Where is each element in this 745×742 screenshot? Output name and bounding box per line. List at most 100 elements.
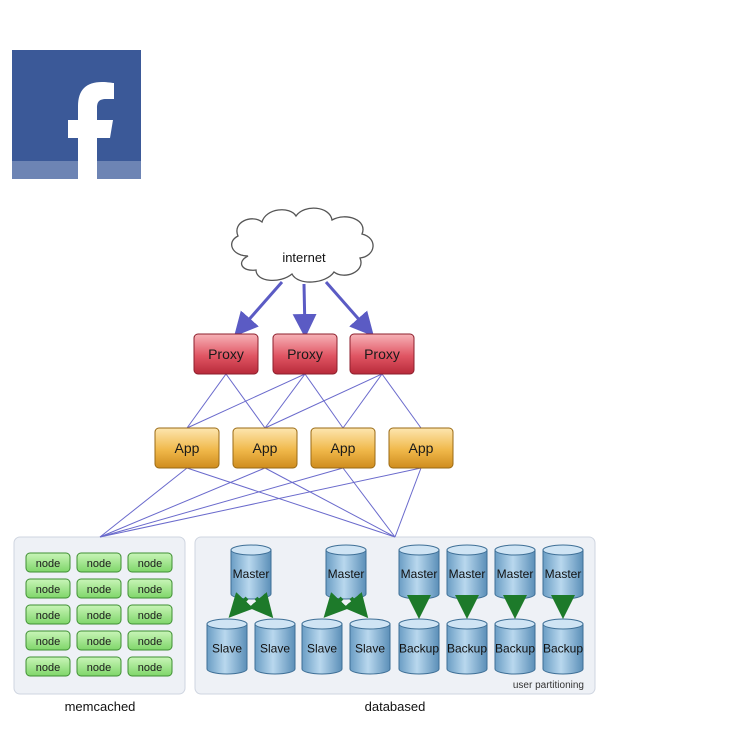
proxy-label: Proxy: [287, 346, 323, 362]
app-backend-link: [264, 467, 396, 538]
internet-proxy-link: [324, 281, 374, 337]
backup-db: Backup: [542, 618, 584, 675]
app-backend-link: [342, 467, 396, 538]
proxy-app-link: [264, 373, 306, 429]
master-db-label: Master: [449, 567, 486, 581]
node-label: node: [36, 584, 60, 596]
memcached-node: node: [76, 656, 122, 677]
node-label: node: [87, 610, 111, 622]
proxy-app-link: [186, 373, 227, 429]
master-db-label: Master: [497, 567, 534, 581]
app-backend-link: [99, 467, 422, 538]
node-label: node: [138, 610, 162, 622]
node-label: node: [36, 662, 60, 674]
memcached-node: node: [127, 552, 173, 573]
master-db-label: Master: [233, 567, 270, 581]
user-partitioning-label: user partitioning: [513, 680, 584, 691]
replication-arrow: [228, 592, 254, 618]
master-db: Master: [494, 544, 536, 600]
app-box: App: [232, 427, 298, 469]
node-label: node: [36, 636, 60, 648]
node-label: node: [87, 662, 111, 674]
slave-db: Slave: [206, 618, 248, 675]
node-label: node: [138, 636, 162, 648]
internet-proxy-link: [292, 283, 317, 338]
database-label: databased: [365, 699, 426, 714]
backup-db: Backup: [494, 618, 536, 675]
master-db: Master: [325, 544, 367, 600]
app-backend-link: [99, 467, 266, 538]
node-label: node: [87, 558, 111, 570]
facebook-logo-icon: [12, 50, 141, 179]
proxy-app-link: [186, 373, 306, 429]
slave-db: Slave: [349, 618, 391, 675]
memcached-node: node: [127, 578, 173, 599]
app-backend-link: [186, 467, 396, 538]
app-label: App: [253, 440, 278, 456]
internet-proxy-link: [234, 281, 284, 337]
backup-db: Backup: [398, 618, 440, 675]
master-db-label: Master: [328, 567, 365, 581]
proxy-box: Proxy: [272, 333, 338, 375]
slave-db-label: Slave: [307, 642, 337, 656]
master-db: Master: [230, 544, 272, 600]
backup-db-label: Backup: [495, 642, 535, 656]
slave-db-label: Slave: [355, 642, 385, 656]
proxy-app-link: [381, 373, 422, 429]
app-label: App: [331, 440, 356, 456]
master-db: Master: [398, 544, 440, 600]
proxy-box: Proxy: [193, 333, 259, 375]
memcached-node: node: [25, 552, 71, 573]
node-label: node: [36, 610, 60, 622]
proxy-app-links: [186, 373, 422, 429]
node-label: node: [36, 558, 60, 570]
slave-db: Slave: [254, 618, 296, 675]
node-label: node: [138, 558, 162, 570]
memcached-node: node: [76, 604, 122, 625]
memcached-node: node: [76, 552, 122, 573]
backup-db: Backup: [446, 618, 488, 675]
replication-arrow: [248, 592, 274, 619]
replication-arrows: [228, 592, 575, 619]
backup-db-label: Backup: [447, 642, 487, 656]
proxy-label: Proxy: [364, 346, 400, 362]
memcached-node: node: [25, 656, 71, 677]
memcached-label: memcached: [65, 699, 136, 714]
app-box: App: [388, 427, 454, 469]
proxy-app-link: [264, 373, 383, 429]
slave-db-label: Slave: [212, 642, 242, 656]
replication-arrow: [343, 592, 369, 619]
app-backend-links: [99, 467, 422, 538]
internet-label: internet: [282, 250, 326, 265]
app-box: App: [310, 427, 376, 469]
app-backend-link: [394, 467, 422, 538]
slave-db: Slave: [301, 618, 343, 675]
node-label: node: [87, 584, 111, 596]
app-backend-link: [99, 467, 344, 538]
internet-proxy-links: [234, 281, 374, 338]
internet-cloud: internet: [231, 207, 374, 283]
app-label: App: [409, 440, 434, 456]
memcached-node: node: [76, 578, 122, 599]
node-label: node: [138, 662, 162, 674]
backup-db-label: Backup: [543, 642, 583, 656]
memcached-node: node: [127, 630, 173, 651]
app-backend-link: [99, 467, 188, 538]
proxy-label: Proxy: [208, 346, 244, 362]
backup-db-label: Backup: [399, 642, 439, 656]
memcached-node: node: [25, 630, 71, 651]
master-db: Master: [446, 544, 488, 600]
slave-db-label: Slave: [260, 642, 290, 656]
node-label: node: [87, 636, 111, 648]
proxy-app-link: [342, 373, 383, 429]
proxy-box: Proxy: [349, 333, 415, 375]
memcached-node: node: [25, 604, 71, 625]
master-db-label: Master: [401, 567, 438, 581]
app-label: App: [175, 440, 200, 456]
app-box: App: [154, 427, 220, 469]
node-label: node: [138, 584, 162, 596]
memcached-node: node: [127, 656, 173, 677]
master-db-label: Master: [545, 567, 582, 581]
replication-arrow: [323, 592, 349, 618]
